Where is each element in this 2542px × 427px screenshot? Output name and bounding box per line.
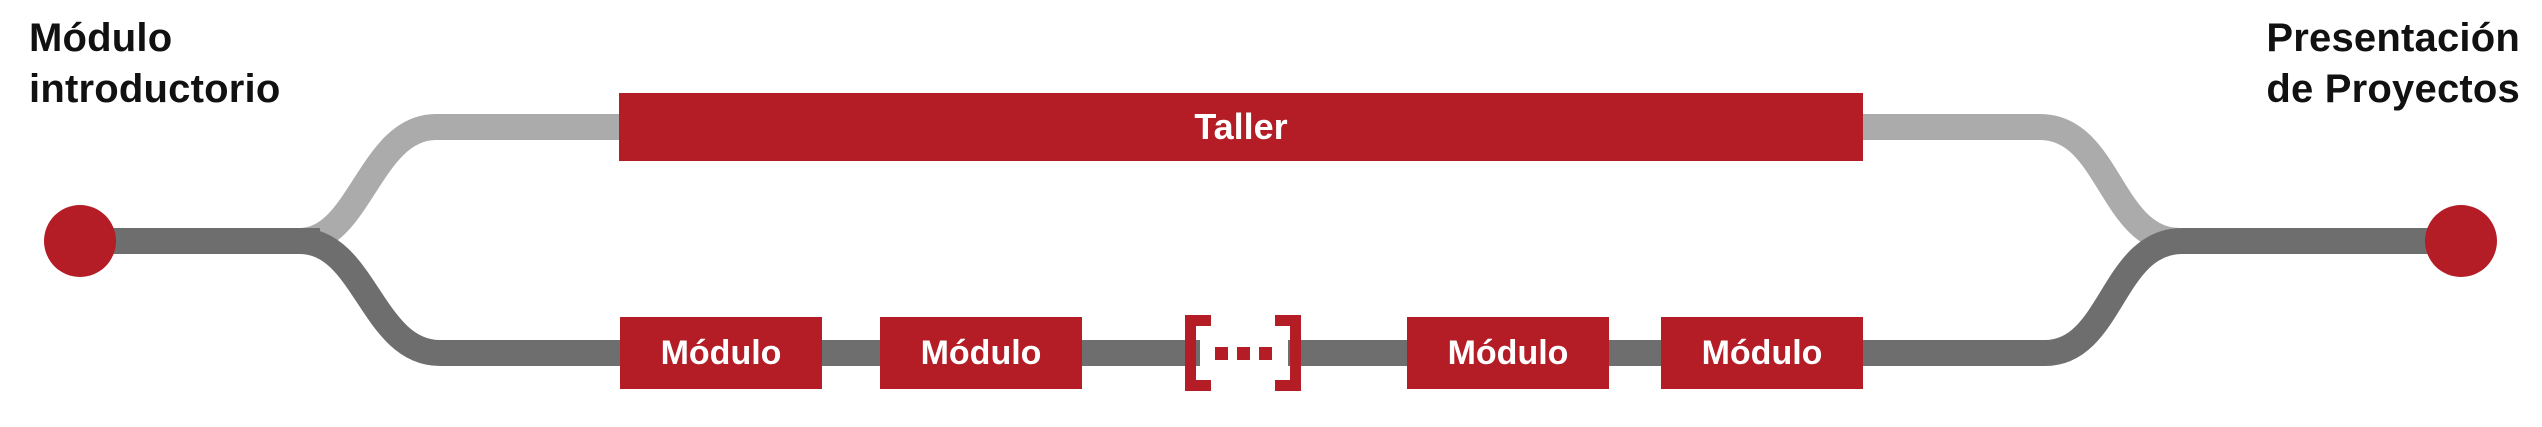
modulo-box-1[interactable]: Módulo bbox=[620, 317, 822, 389]
modulo-box-4[interactable]: Módulo bbox=[1661, 317, 1863, 389]
taller-box[interactable]: Taller bbox=[619, 93, 1863, 161]
ellipsis-dot-1 bbox=[1214, 346, 1228, 360]
connector-lower-right bbox=[1855, 228, 2440, 366]
label-modulo-introductorio: Módulo introductorio bbox=[29, 16, 281, 112]
ellipsis-dot-3 bbox=[1258, 346, 1272, 360]
taller-box-label: Taller bbox=[1194, 106, 1288, 147]
ellipsis-dots bbox=[1185, 315, 1301, 391]
modulo-box-4-label: Módulo bbox=[1701, 334, 1823, 372]
modulo-box-2-label: Módulo bbox=[920, 334, 1042, 372]
ellipsis-continuation-marker bbox=[1185, 315, 1301, 391]
end-circle bbox=[2425, 205, 2497, 277]
bracket-right-icon bbox=[1275, 315, 1301, 391]
start-circle bbox=[44, 205, 116, 277]
modulo-box-1-label: Módulo bbox=[660, 334, 782, 372]
modulo-box-3[interactable]: Módulo bbox=[1407, 317, 1609, 389]
connector-lower-left bbox=[110, 228, 632, 366]
bracket-left-icon bbox=[1185, 315, 1211, 391]
ellipsis-dot-2 bbox=[1236, 346, 1250, 360]
modulo-box-2[interactable]: Módulo bbox=[880, 317, 1082, 389]
connector-upper-right bbox=[1855, 114, 2440, 254]
connector-upper-left bbox=[110, 114, 630, 254]
modulo-box-3-label: Módulo bbox=[1447, 334, 1569, 372]
label-presentacion-de-proyectos: Presentación de Proyectos bbox=[2266, 16, 2520, 112]
